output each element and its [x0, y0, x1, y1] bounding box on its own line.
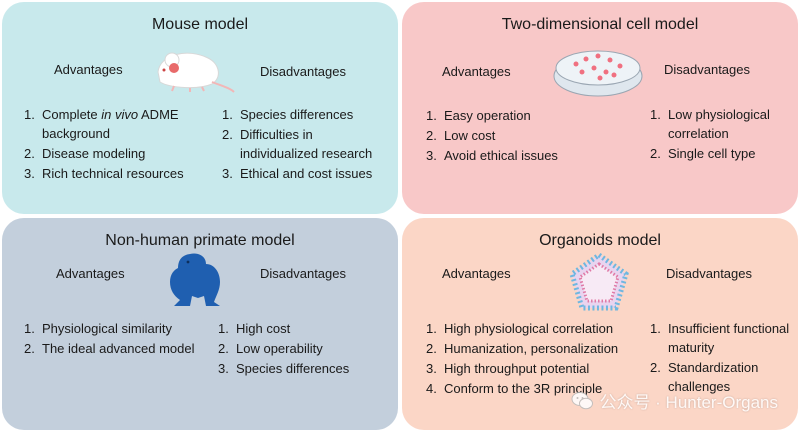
- list-item: 1. Complete in vivo ADME background: [24, 107, 179, 141]
- petri-dish-icon: [553, 50, 643, 97]
- list-item: 2.Standardization challenges: [650, 360, 759, 394]
- list-item: 2.Humanization, personalization: [426, 341, 619, 356]
- advantages-heading: Advantages: [442, 64, 511, 79]
- list-item: 2.Low operability: [218, 341, 323, 356]
- list-item: 3.High throughput potential: [426, 361, 590, 376]
- list-item: 1.Low physiological correlation: [650, 107, 770, 141]
- list-item: 1.Physiological similarity: [24, 321, 173, 336]
- list-item: 2.Single cell type: [650, 146, 756, 161]
- mouse-model-panel: Mouse model Advantages Disadvantages 1. …: [2, 2, 398, 214]
- advantages-heading: Advantages: [56, 266, 125, 281]
- disadvantages-list: 1.High cost 2.Low operability 3.Species …: [218, 319, 388, 379]
- organoid-icon: [569, 252, 629, 311]
- gorilla-icon: [170, 253, 220, 306]
- organoid-model-panel: Organoids model Advantages Disadvantages…: [402, 218, 798, 430]
- list-item: 2.Difficulties in individualized researc…: [222, 127, 373, 161]
- disadvantages-heading: Disadvantages: [260, 266, 346, 281]
- list-item: 3.Avoid ethical issues: [426, 148, 558, 163]
- advantages-list: 1. Complete in vivo ADME background 2.Di…: [24, 105, 202, 184]
- watermark: 公众号 · Hunter-Organs: [571, 388, 778, 413]
- cell-model-panel: Two-dimensional cell model Advantages Di…: [402, 2, 798, 214]
- panel-title: Non-human primate model: [105, 232, 295, 249]
- advantages-list: 1.Easy operation 2.Low cost 3.Avoid ethi…: [426, 106, 626, 166]
- mouse-icon: [157, 52, 235, 93]
- disadvantages-heading: Disadvantages: [664, 62, 750, 77]
- disadvantages-heading: Disadvantages: [666, 266, 752, 281]
- disadvantages-list: 1.Low physiological correlation 2.Single…: [650, 105, 790, 164]
- wechat-icon: [571, 391, 594, 409]
- list-item: 2.The ideal advanced model: [24, 341, 195, 356]
- list-item: 1.High cost: [218, 321, 291, 336]
- list-item: 2.Low cost: [426, 128, 496, 143]
- panel-title: Organoids model: [539, 232, 661, 249]
- list-item: 1.High physiological correlation: [426, 321, 614, 336]
- list-item: 1.Species differences: [222, 107, 354, 122]
- disadvantages-heading: Disadvantages: [260, 64, 346, 79]
- advantages-heading: Advantages: [442, 266, 511, 281]
- disadvantages-list: 1.Insufficient functional maturity 2.Sta…: [650, 319, 790, 397]
- list-item: 3.Ethical and cost issues: [222, 166, 373, 181]
- list-item: 1.Easy operation: [426, 108, 531, 123]
- list-item: 3.Rich technical resources: [24, 166, 184, 181]
- list-item: 3.Species differences: [218, 361, 350, 376]
- watermark-text: 公众号 · Hunter-Organs: [599, 393, 778, 412]
- disadvantages-list: 1.Species differences 2.Difficulties in …: [222, 105, 392, 184]
- advantages-list: 1.High physiological correlation 2.Human…: [426, 319, 636, 399]
- list-item: 1.Insufficient functional maturity: [650, 321, 790, 355]
- advantages-list: 1.Physiological similarity 2.The ideal a…: [24, 319, 214, 359]
- panel-title: Mouse model: [151, 16, 249, 33]
- advantages-heading: Advantages: [54, 62, 123, 77]
- list-item: 4.Conform to the 3R principle: [426, 381, 603, 396]
- primate-model-panel: Non-human primate model Advantages Disad…: [2, 218, 398, 430]
- panel-title: Two-dimensional cell model: [501, 16, 699, 33]
- list-item: 2.Disease modeling: [24, 146, 146, 161]
